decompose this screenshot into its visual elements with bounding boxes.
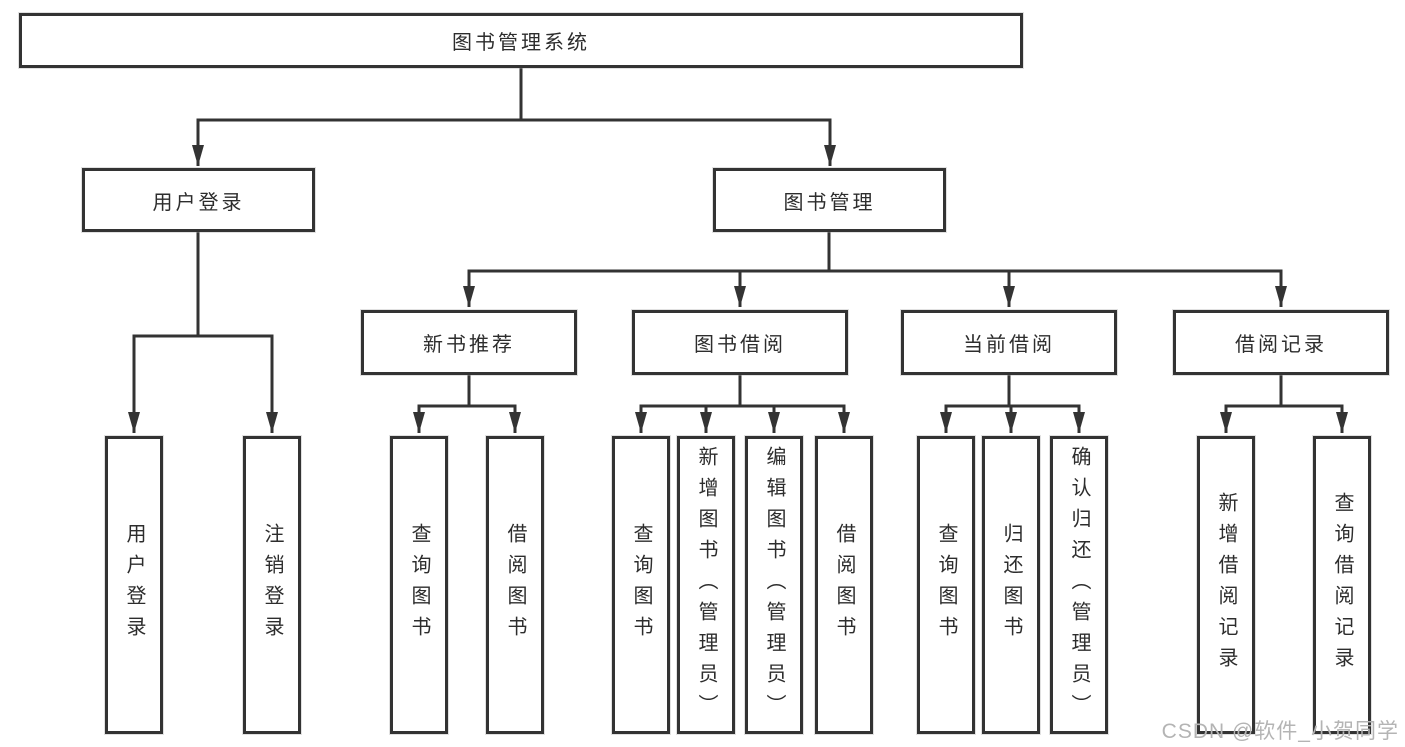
leaf-borrow-books-recommend: 借阅图书 (486, 436, 544, 734)
node-book-borrow: 图书借阅 (632, 310, 848, 375)
node-current-borrow: 当前借阅 (901, 310, 1117, 375)
leaf-edit-book-admin-label: 编辑图书（管理员） (763, 445, 785, 725)
node-new-book-recommend-label: 新书推荐 (423, 334, 515, 356)
leaf-logout-login: 注销登录 (243, 436, 301, 734)
leaf-query-books-current: 查询图书 (917, 436, 975, 734)
node-book-management: 图书管理 (713, 168, 946, 232)
node-borrow-records-label: 借阅记录 (1235, 334, 1327, 356)
leaf-add-borrow-record: 新增借阅记录 (1197, 436, 1255, 734)
leaf-borrow-books-recommend-label: 借阅图书 (504, 523, 526, 647)
leaf-logout-login-label: 注销登录 (261, 523, 283, 647)
leaf-add-book-admin: 新增图书（管理员） (677, 436, 735, 734)
leaf-confirm-return-admin-label: 确认归还（管理员） (1068, 445, 1090, 725)
node-borrow-records: 借阅记录 (1173, 310, 1389, 375)
leaf-query-books-borrow: 查询图书 (612, 436, 670, 734)
leaf-query-books-borrow-label: 查询图书 (630, 523, 652, 647)
leaf-add-borrow-record-label: 新增借阅记录 (1215, 492, 1237, 678)
leaf-edit-book-admin: 编辑图书（管理员） (745, 436, 803, 734)
leaf-query-borrow-record-label: 查询借阅记录 (1331, 492, 1353, 678)
leaf-borrow-books: 借阅图书 (815, 436, 873, 734)
csdn-watermark: CSDN @软件_小贺同学 (1161, 720, 1399, 743)
leaf-query-books-current-label: 查询图书 (935, 523, 957, 647)
leaf-return-books: 归还图书 (982, 436, 1040, 734)
node-user-login-label: 用户登录 (152, 191, 245, 214)
node-book-management-label: 图书管理 (783, 191, 876, 214)
node-root-label: 图书管理系统 (452, 32, 590, 54)
leaf-user-login-label: 用户登录 (123, 523, 145, 647)
leaf-add-book-admin-label: 新增图书（管理员） (695, 445, 717, 725)
leaf-query-books-recommend-label: 查询图书 (408, 523, 430, 647)
leaf-user-login: 用户登录 (105, 436, 163, 734)
leaf-query-borrow-record: 查询借阅记录 (1313, 436, 1371, 734)
leaf-borrow-books-label: 借阅图书 (833, 523, 855, 647)
leaf-confirm-return-admin: 确认归还（管理员） (1050, 436, 1108, 734)
node-new-book-recommend: 新书推荐 (361, 310, 577, 375)
node-root-system: 图书管理系统 (19, 13, 1023, 68)
node-current-borrow-label: 当前借阅 (963, 334, 1055, 356)
leaf-query-books-recommend: 查询图书 (390, 436, 448, 734)
leaf-return-books-label: 归还图书 (1000, 523, 1022, 647)
node-user-login: 用户登录 (82, 168, 315, 232)
node-book-borrow-label: 图书借阅 (694, 334, 786, 356)
